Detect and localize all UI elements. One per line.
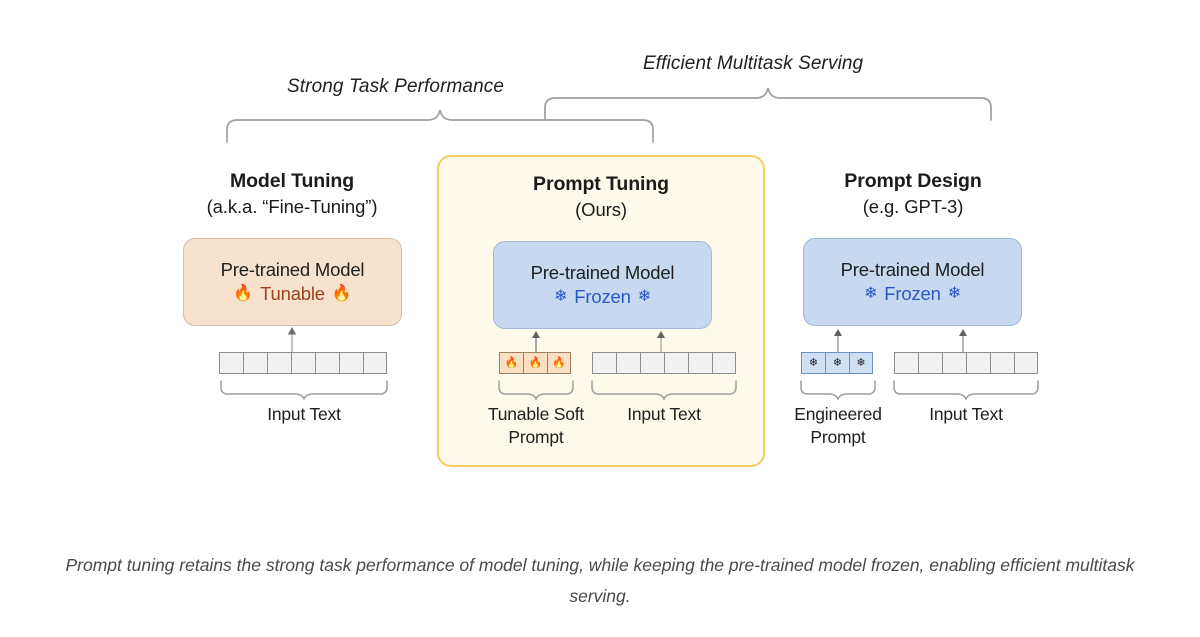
token-cell-tunable: 🔥 bbox=[523, 352, 547, 374]
snowflake-icon: ❄ bbox=[947, 284, 961, 302]
group-caption-line-2: Prompt bbox=[508, 426, 564, 447]
under-brace-input-text-pt bbox=[590, 380, 738, 405]
token-cell bbox=[990, 352, 1014, 374]
token-cell-frozen: ❄ bbox=[849, 352, 873, 374]
token-strip-input-text-pt bbox=[592, 352, 736, 374]
snowflake-icon: ❄ bbox=[832, 356, 843, 369]
snowflake-icon: ❄ bbox=[554, 287, 568, 305]
panel-prompt-design: Prompt Design (e.g. GPT-3) Pre-trained M… bbox=[790, 160, 1036, 470]
model-box-label-pretrained: Pre-trained Model bbox=[840, 259, 985, 281]
snowflake-icon: ❄ bbox=[864, 284, 878, 302]
bracket-label-efficient-multitask-serving: Efficient Multitask Serving bbox=[643, 53, 864, 74]
fire-icon: 🔥 bbox=[528, 356, 543, 369]
top-brace-strong-task-performance bbox=[225, 104, 655, 149]
panel-model-tuning: Model Tuning (a.k.a. “Fine-Tuning”) Pre-… bbox=[174, 160, 410, 470]
token-cell bbox=[291, 352, 315, 374]
token-strip-engineered-prompt: ❄ ❄ ❄ bbox=[801, 352, 873, 374]
model-box-tunable: Pre-trained Model 🔥 Tunable 🔥 bbox=[183, 238, 402, 326]
fire-icon: 🔥 bbox=[331, 284, 352, 302]
model-state-label: Frozen bbox=[884, 282, 941, 304]
panel-prompt-tuning: Prompt Tuning (Ours) Pre-trained Model ❄… bbox=[437, 155, 765, 467]
group-caption-engineered-prompt: Engineered Prompt bbox=[768, 403, 908, 449]
model-state-label: Frozen bbox=[574, 285, 631, 307]
figure-caption: Prompt tuning retains the strong task pe… bbox=[65, 555, 1135, 606]
under-brace-input-text-pd bbox=[892, 380, 1040, 405]
token-cell bbox=[267, 352, 291, 374]
arrow-input-to-model-pd bbox=[957, 328, 969, 359]
arrow-input-to-model-pt bbox=[655, 330, 667, 359]
model-state-label: Tunable bbox=[260, 282, 325, 304]
model-box-state-frozen: ❄ Frozen ❄ bbox=[554, 285, 651, 309]
token-cell bbox=[664, 352, 688, 374]
model-box-frozen-pd: Pre-trained Model ❄ Frozen ❄ bbox=[803, 238, 1022, 326]
token-strip-input-text-mt bbox=[219, 352, 387, 374]
fire-icon: 🔥 bbox=[552, 356, 566, 369]
token-cell bbox=[339, 352, 363, 374]
model-box-state-frozen: ❄ Frozen ❄ bbox=[864, 282, 961, 306]
token-cell bbox=[712, 352, 736, 374]
group-caption-input-text-pd: Input Text bbox=[929, 404, 1003, 424]
arrow-soft-prompt-to-model-pt bbox=[530, 330, 542, 359]
panel-subtitle-model-tuning: (a.k.a. “Fine-Tuning”) bbox=[206, 196, 378, 217]
group-caption-tunable-soft-prompt: Tunable Soft Prompt bbox=[466, 403, 606, 449]
top-brace-efficient-multitask-serving bbox=[543, 82, 993, 127]
panel-title-model-tuning: Model Tuning bbox=[229, 170, 355, 192]
token-cell bbox=[243, 352, 267, 374]
bracket-label-strong-task-performance: Strong Task Performance bbox=[287, 76, 505, 97]
panel-subtitle-prompt-tuning: (Ours) bbox=[575, 199, 627, 220]
token-cell bbox=[918, 352, 942, 374]
arrow-engineered-prompt-to-model-pd bbox=[832, 328, 844, 359]
under-brace-input-text-mt bbox=[219, 380, 389, 405]
panel-subtitle-prompt-design: (e.g. GPT-3) bbox=[862, 196, 964, 217]
panel-title-prompt-tuning: Prompt Tuning bbox=[533, 173, 669, 195]
token-cell bbox=[966, 352, 990, 374]
under-brace-tunable-soft-prompt bbox=[497, 380, 575, 405]
panel-title-prompt-design: Prompt Design bbox=[844, 170, 982, 192]
token-strip-input-text-pd bbox=[894, 352, 1038, 374]
token-cell-tunable: 🔥 bbox=[499, 352, 523, 374]
token-cell-tunable: 🔥 bbox=[547, 352, 571, 374]
fire-icon: 🔥 bbox=[504, 356, 519, 369]
model-box-frozen-pt: Pre-trained Model ❄ Frozen ❄ bbox=[493, 241, 712, 329]
snowflake-icon: ❄ bbox=[637, 287, 651, 305]
token-cell bbox=[894, 352, 918, 374]
fire-icon: 🔥 bbox=[233, 284, 254, 302]
token-cell bbox=[616, 352, 640, 374]
group-caption-line-2: Prompt bbox=[810, 426, 866, 447]
token-cell bbox=[688, 352, 712, 374]
token-cell bbox=[363, 352, 387, 374]
group-caption-input-text-mt: Input Text bbox=[267, 404, 341, 424]
token-cell bbox=[1014, 352, 1038, 374]
snowflake-icon: ❄ bbox=[856, 356, 866, 369]
under-brace-engineered-prompt bbox=[799, 380, 877, 405]
group-caption-line-1: Engineered bbox=[794, 404, 882, 424]
model-box-state-tunable: 🔥 Tunable 🔥 bbox=[233, 282, 351, 306]
token-cell bbox=[219, 352, 243, 374]
group-caption-input-text-pt: Input Text bbox=[627, 404, 701, 424]
token-cell bbox=[592, 352, 616, 374]
token-cell bbox=[315, 352, 339, 374]
token-cell-frozen: ❄ bbox=[801, 352, 825, 374]
token-cell-frozen: ❄ bbox=[825, 352, 849, 374]
model-box-label-pretrained: Pre-trained Model bbox=[530, 262, 675, 284]
model-box-label-pretrained: Pre-trained Model bbox=[220, 259, 365, 281]
arrow-input-to-model-mt bbox=[286, 326, 298, 359]
group-caption-line-1: Tunable Soft bbox=[487, 404, 585, 424]
token-strip-tunable-soft-prompt: 🔥 🔥 🔥 bbox=[499, 352, 571, 374]
token-cell bbox=[942, 352, 966, 374]
token-cell bbox=[640, 352, 664, 374]
snowflake-icon: ❄ bbox=[808, 356, 819, 369]
